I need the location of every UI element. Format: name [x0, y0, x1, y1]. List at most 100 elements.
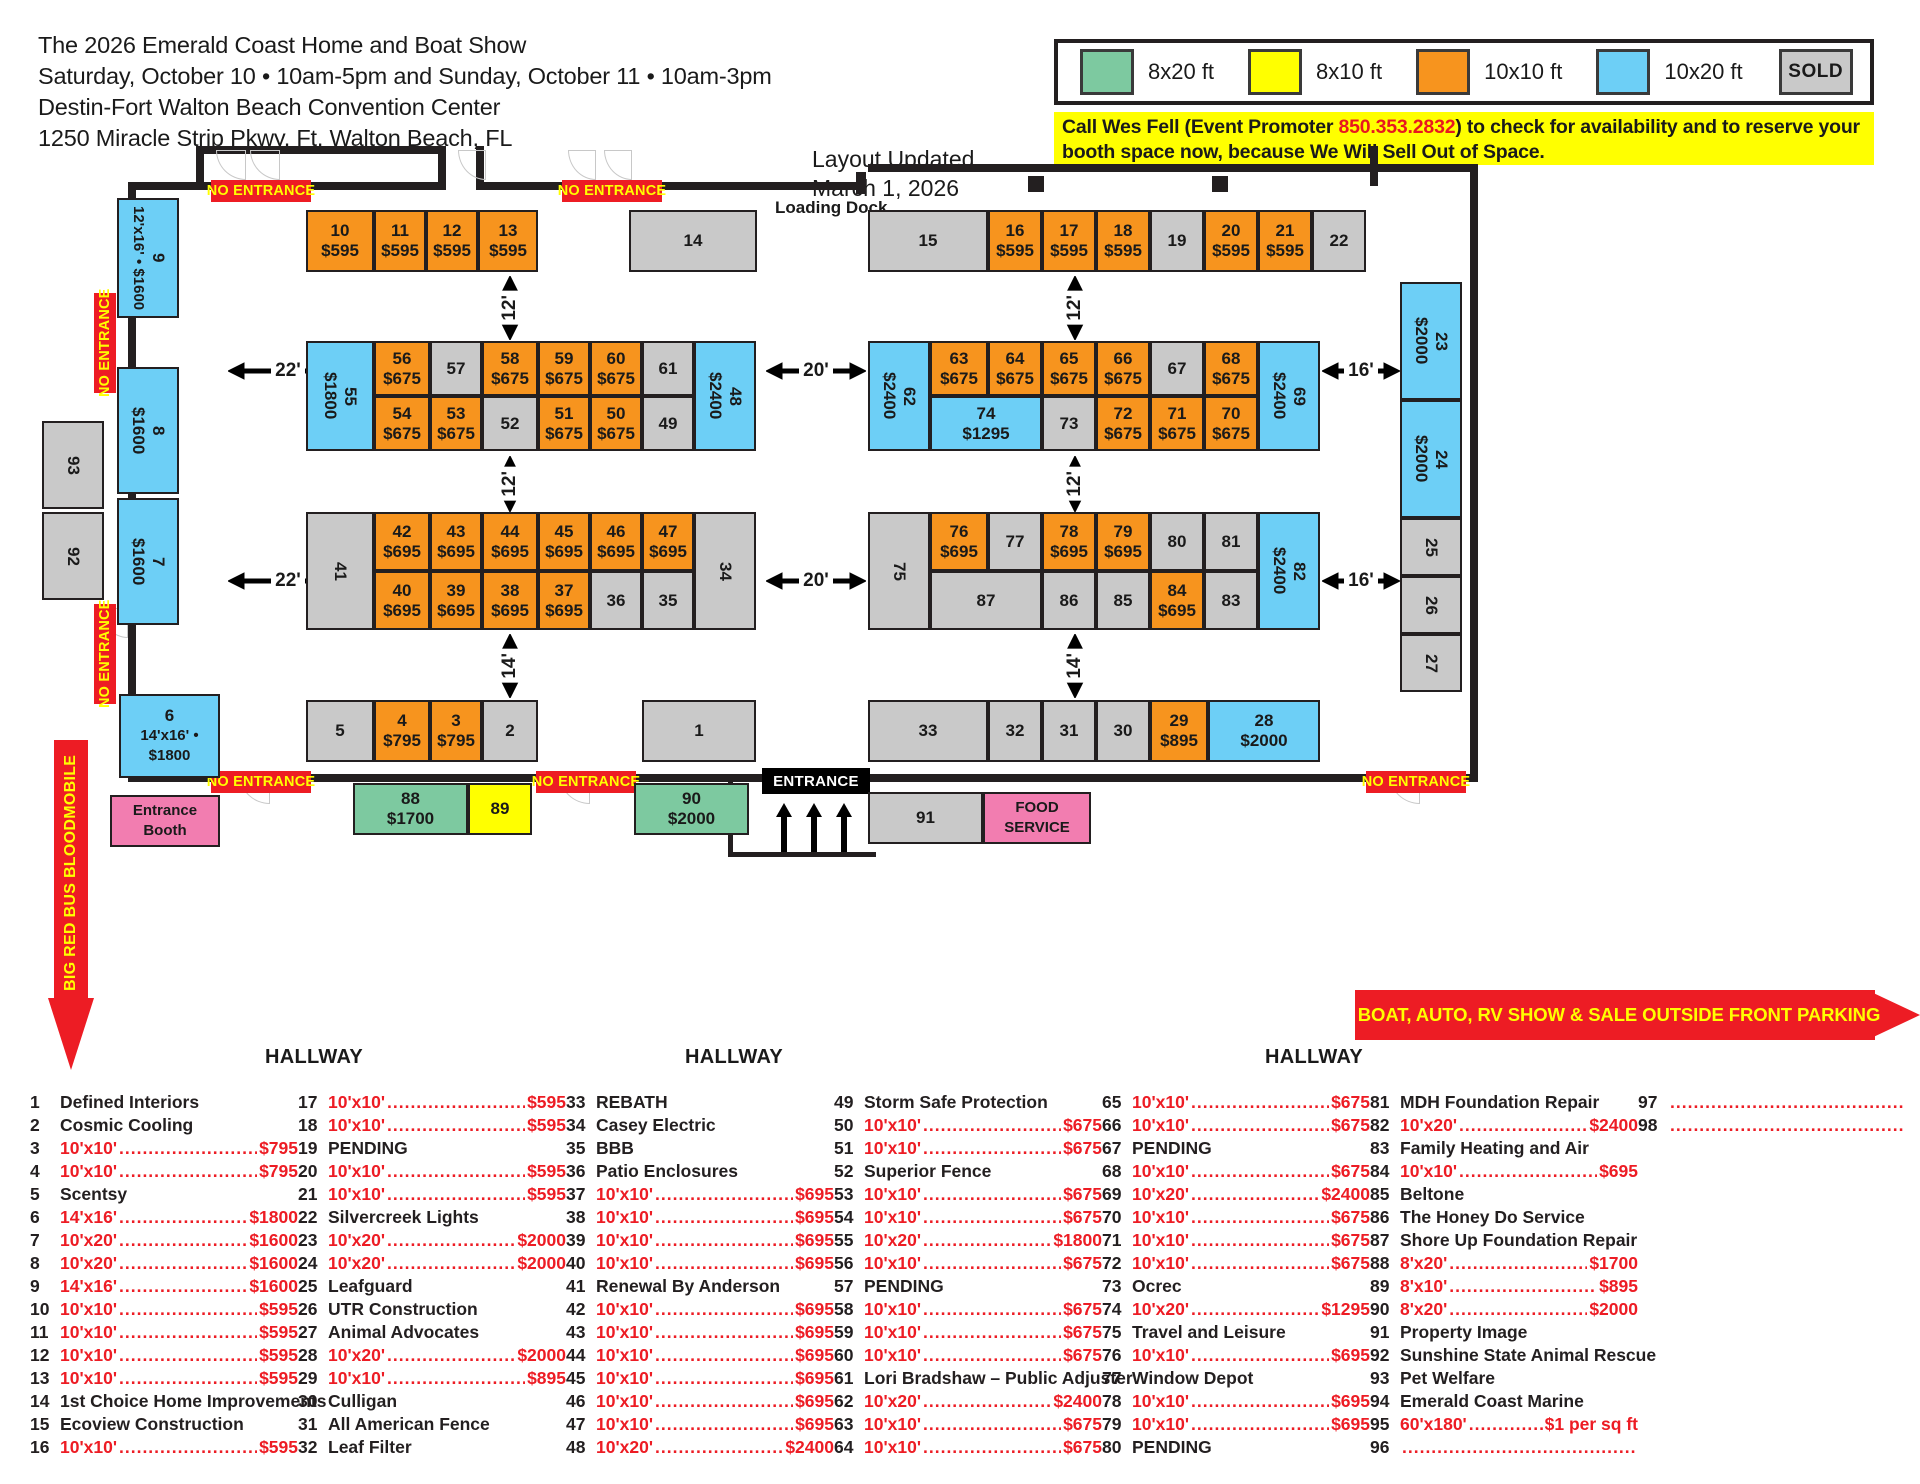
dimension-14ft-right: 14': [1062, 634, 1088, 698]
booth-63[interactable]: 63$675: [930, 341, 988, 396]
booth-85[interactable]: 85: [1096, 571, 1150, 630]
booth-67[interactable]: 67: [1150, 341, 1204, 396]
booth-71[interactable]: 71$675: [1150, 396, 1204, 451]
booth-7[interactable]: 7$1600: [117, 498, 179, 625]
booth-59[interactable]: 59$675: [538, 341, 590, 396]
booth-29[interactable]: 29$895: [1150, 700, 1208, 762]
booth-40[interactable]: 40$695: [374, 571, 430, 630]
booth-46[interactable]: 46$695: [590, 512, 642, 571]
booth-18[interactable]: 18$595: [1096, 210, 1150, 272]
booth-69[interactable]: 69$2400: [1258, 341, 1320, 451]
booth-16[interactable]: 16$595: [988, 210, 1042, 272]
booth-66[interactable]: 66$675: [1096, 341, 1150, 396]
booth-74[interactable]: 74$1295: [930, 396, 1042, 451]
booth-36[interactable]: 36: [590, 571, 642, 630]
promoter-phone[interactable]: 850.353.2832: [1338, 116, 1456, 138]
booth-37[interactable]: 37$695: [538, 571, 590, 630]
booth-62[interactable]: 62$2400: [868, 341, 930, 451]
booth-72[interactable]: 72$675: [1096, 396, 1150, 451]
booth-39[interactable]: 39$695: [430, 571, 482, 630]
booth-49[interactable]: 49: [642, 396, 694, 451]
booth-38[interactable]: 38$695: [482, 571, 538, 630]
booth-31[interactable]: 31: [1042, 700, 1096, 762]
booth-47[interactable]: 47$695: [642, 512, 694, 571]
booth-entrancebooth[interactable]: Entrance Booth: [110, 795, 220, 847]
booth-73[interactable]: 73: [1042, 396, 1096, 451]
booth-79[interactable]: 79$695: [1096, 512, 1150, 571]
booth-53[interactable]: 53$675: [430, 396, 482, 451]
booth-23[interactable]: 23$2000: [1400, 282, 1462, 400]
booth-20[interactable]: 20$595: [1204, 210, 1258, 272]
booth-64[interactable]: 64$675: [988, 341, 1042, 396]
booth-44[interactable]: 44$695: [482, 512, 538, 571]
booth-2[interactable]: 2: [482, 700, 538, 762]
booth-92[interactable]: 92: [42, 512, 104, 600]
booth-88[interactable]: 88$1700: [353, 783, 468, 835]
booth-13[interactable]: 13$595: [478, 210, 538, 272]
booth-50[interactable]: 50$675: [590, 396, 642, 451]
booth-14[interactable]: 14: [629, 210, 757, 272]
booth-21[interactable]: 21$595: [1258, 210, 1312, 272]
booth-27[interactable]: 27: [1400, 634, 1462, 692]
booth-61[interactable]: 61: [642, 341, 694, 396]
leader-dots: ........................................…: [387, 1161, 525, 1181]
booth-19[interactable]: 19: [1150, 210, 1204, 272]
booth-76[interactable]: 76$695: [930, 512, 988, 571]
booth-1[interactable]: 1: [642, 700, 756, 762]
booth-84[interactable]: 84$695: [1150, 571, 1204, 630]
booth-4[interactable]: 4$795: [374, 700, 430, 762]
booth-78[interactable]: 78$695: [1042, 512, 1096, 571]
booth-60[interactable]: 60$675: [590, 341, 642, 396]
booth-58[interactable]: 58$675: [482, 341, 538, 396]
booth-10[interactable]: 10$595: [306, 210, 374, 272]
booth-28[interactable]: 28$2000: [1208, 700, 1320, 762]
booth-34[interactable]: 34: [694, 512, 756, 630]
booth-3[interactable]: 3$795: [430, 700, 482, 762]
booth-25[interactable]: 25: [1400, 518, 1462, 576]
booth-56[interactable]: 56$675: [374, 341, 430, 396]
booth-foodservice[interactable]: FOOD SERVICE: [983, 792, 1091, 844]
booth-11[interactable]: 11$595: [374, 210, 426, 272]
booth-82[interactable]: 82$2400: [1258, 512, 1320, 630]
booth-89[interactable]: 89: [468, 783, 532, 835]
booth-33[interactable]: 33: [868, 700, 988, 762]
exhibitor-booth-size: 10'x10': [864, 1299, 921, 1319]
booth-17[interactable]: 17$595: [1042, 210, 1096, 272]
booth-30[interactable]: 30: [1096, 700, 1150, 762]
booth-75[interactable]: 75: [868, 512, 930, 630]
booth-48[interactable]: 48$2400: [694, 341, 756, 451]
booth-51[interactable]: 51$675: [538, 396, 590, 451]
booth-87[interactable]: 87: [930, 571, 1042, 630]
booth-8[interactable]: 8$1600: [117, 367, 179, 494]
booth-70[interactable]: 70$675: [1204, 396, 1258, 451]
booth-52[interactable]: 52: [482, 396, 538, 451]
booth-41[interactable]: 41: [306, 512, 374, 630]
booth-91[interactable]: 91: [868, 792, 983, 844]
booth-77[interactable]: 77: [988, 512, 1042, 571]
booth-12[interactable]: 12$595: [426, 210, 478, 272]
booth-80[interactable]: 80: [1150, 512, 1204, 571]
booth-55[interactable]: 55$1800: [306, 341, 374, 451]
booth-90[interactable]: 90$2000: [634, 783, 749, 835]
booth-81[interactable]: 81: [1204, 512, 1258, 571]
booth-54[interactable]: 54$675: [374, 396, 430, 451]
booth-68[interactable]: 68$675: [1204, 341, 1258, 396]
booth-86[interactable]: 86: [1042, 571, 1096, 630]
booth-26[interactable]: 26: [1400, 576, 1462, 634]
booth-number: 38: [500, 580, 520, 600]
booth-35[interactable]: 35: [642, 571, 694, 630]
booth-83[interactable]: 83: [1204, 571, 1258, 630]
booth-42[interactable]: 42$695: [374, 512, 430, 571]
booth-15[interactable]: 15: [868, 210, 988, 272]
booth-24[interactable]: 24$2000: [1400, 400, 1462, 518]
booth-32[interactable]: 32: [988, 700, 1042, 762]
booth-22[interactable]: 22: [1312, 210, 1366, 272]
booth-57[interactable]: 57: [430, 341, 482, 396]
booth-5[interactable]: 5: [306, 700, 374, 762]
booth-43[interactable]: 43$695: [430, 512, 482, 571]
booth-65[interactable]: 65$675: [1042, 341, 1096, 396]
booth-45[interactable]: 45$695: [538, 512, 590, 571]
booth-93[interactable]: 93: [42, 421, 104, 509]
